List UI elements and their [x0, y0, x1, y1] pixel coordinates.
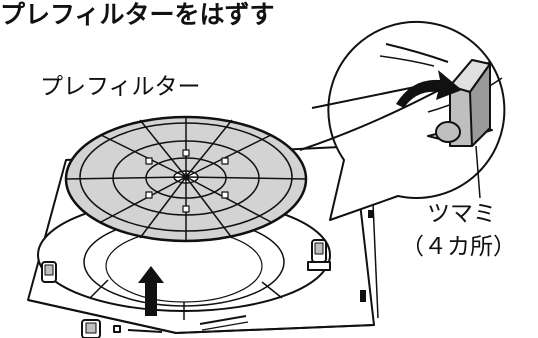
knob-tab-left — [41, 261, 57, 283]
base-side-edge — [27, 299, 375, 334]
up-arrow-icon — [138, 266, 164, 316]
knob-count-label: （４カ所） — [401, 234, 516, 260]
callout-bubble — [299, 20, 506, 221]
prefilter-label: プレフィルター — [40, 74, 201, 100]
knob-leader-line — [475, 145, 481, 199]
page-title: プレフィルターをはずす — [0, 0, 275, 29]
curved-arrow-icon — [396, 70, 462, 108]
prefilter-disc — [64, 115, 308, 243]
knob-tab-front — [81, 319, 121, 338]
knob-closeup — [427, 59, 493, 147]
knob-tab-right — [307, 239, 331, 271]
knob-tabs — [41, 239, 331, 338]
knob-label: ツマミ — [427, 201, 496, 227]
